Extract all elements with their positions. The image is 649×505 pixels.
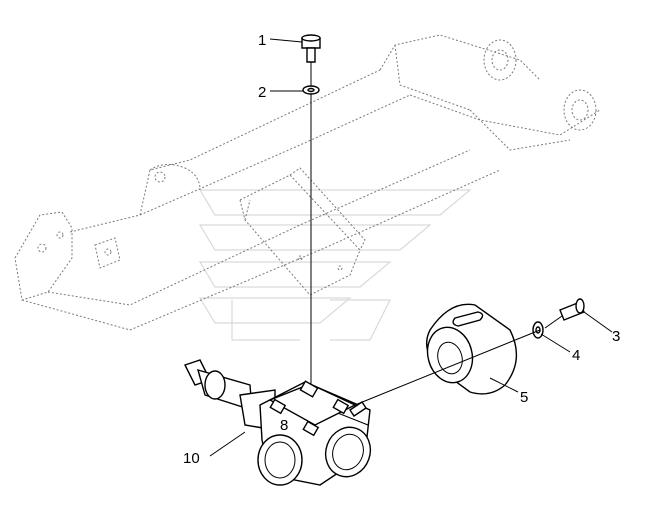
callout-8: 8 <box>280 417 288 434</box>
callout-3: 3 <box>612 328 620 345</box>
leader-3 <box>583 311 613 333</box>
callout-5: 5 <box>520 389 528 406</box>
leader-5 <box>489 377 519 393</box>
drum-part-5 <box>426 303 518 395</box>
gearbox-part-10 <box>184 359 372 486</box>
axis-line-horizontal <box>354 329 541 406</box>
callout-1: 1 <box>258 32 266 49</box>
frame-arm-ghost <box>14 34 601 331</box>
callout-4: 4 <box>572 347 580 364</box>
bolt-part-1 <box>301 34 321 63</box>
watermark-logo <box>198 189 472 341</box>
callout-2: 2 <box>258 84 266 101</box>
washer-part-2 <box>302 85 320 95</box>
leader-10 <box>209 431 246 457</box>
leader-1 <box>269 38 303 43</box>
washer-part-4 <box>532 321 544 339</box>
axis-line-bolt <box>544 315 563 329</box>
callout-10: 10 <box>183 450 200 467</box>
bolt-part-3 <box>559 298 585 321</box>
leader-4 <box>540 333 571 353</box>
